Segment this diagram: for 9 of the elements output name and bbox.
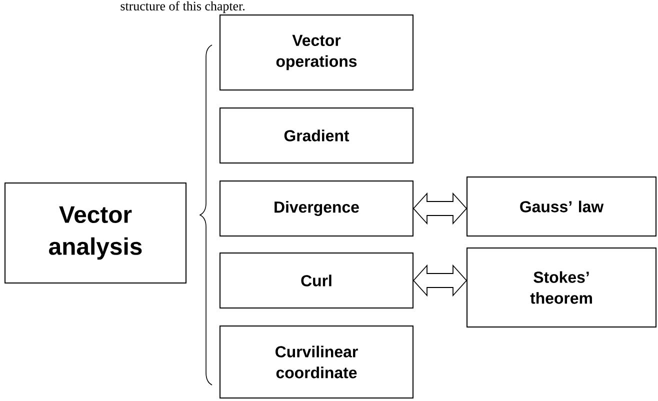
process-box: Vector operations bbox=[220, 14, 414, 90]
caption-text: structure of this chapter. bbox=[120, 1, 245, 14]
process-box: Gradient bbox=[220, 108, 414, 164]
process-box: Stokes’ theorem bbox=[466, 248, 656, 328]
process-box: Divergence bbox=[220, 180, 414, 236]
process-box: Curl bbox=[220, 252, 414, 308]
process-box: Gauss’ law bbox=[466, 176, 656, 236]
process-box: Vector analysis bbox=[4, 182, 186, 284]
process-box: Curvilinear coordinate bbox=[220, 326, 414, 398]
